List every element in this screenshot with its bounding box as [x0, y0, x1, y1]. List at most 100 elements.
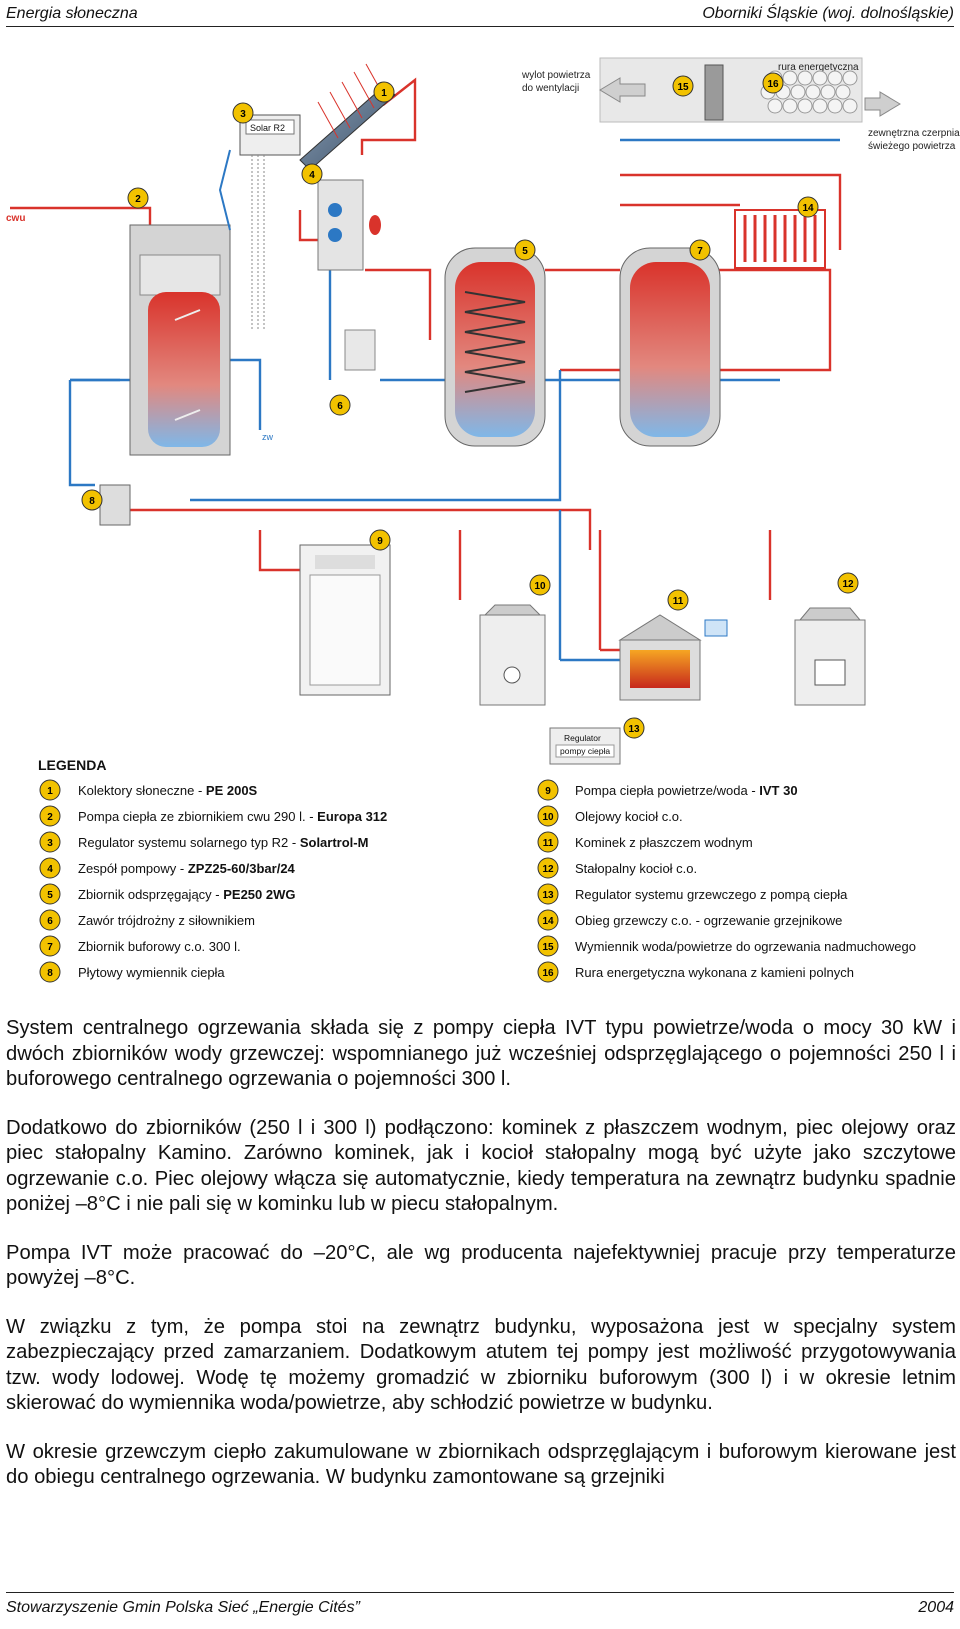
- svg-text:4: 4: [47, 864, 53, 875]
- svg-text:9: 9: [545, 786, 551, 797]
- svg-text:Kominek z płaszczem wodnym: Kominek z płaszczem wodnym: [575, 835, 753, 850]
- svg-text:7: 7: [47, 942, 53, 953]
- component-markers: 1 2 3 4 5 6 7 8 9 10 11 12 13 14 15 16: [81, 72, 859, 739]
- svg-text:Regulator systemu solarnego ty: Regulator systemu solarnego typ R2 - Sol…: [78, 835, 368, 850]
- svg-text:2: 2: [47, 812, 53, 823]
- page-footer: Stowarzyszenie Gmin Polska Sieć „Energie…: [6, 1592, 954, 1623]
- svg-text:Olejowy kocioł c.o.: Olejowy kocioł c.o.: [575, 809, 683, 824]
- footer-publisher: Stowarzyszenie Gmin Polska Sieć „Energie…: [6, 1599, 360, 1616]
- legend-item: 4 Zespół pompowy - ZPZ25-60/3bar/24: [39, 857, 296, 879]
- svg-text:12: 12: [542, 864, 554, 875]
- marker-8: 8: [89, 496, 95, 507]
- regulator-label-1: Regulator: [564, 733, 601, 743]
- legend-item: 10 Olejowy kocioł c.o.: [537, 805, 683, 827]
- marker-12: 12: [842, 579, 854, 590]
- cold-water-label: zw: [262, 432, 274, 442]
- marker-15: 15: [677, 82, 689, 93]
- legend-item: 3 Regulator systemu solarnego typ R2 - So…: [39, 831, 368, 853]
- radiator: [734, 209, 826, 269]
- paragraph: Dodatkowo do zbiorników (250 l i 300 l) …: [6, 1116, 956, 1216]
- svg-text:Zawór trójdrożny z siłownikiem: Zawór trójdrożny z siłownikiem: [78, 913, 255, 928]
- svg-text:1: 1: [47, 786, 53, 797]
- intake-label-1: zewnętrzna czerpnia: [868, 128, 960, 139]
- plate-exchanger: [99, 484, 131, 526]
- svg-text:13: 13: [542, 890, 554, 901]
- paragraph: Pompa IVT może pracować do –20°C, ale wg…: [6, 1241, 956, 1290]
- expansion-vessel: [369, 215, 381, 235]
- paragraph: System centralnego ogrzewania składa się…: [6, 1017, 956, 1090]
- svg-text:Rura energetyczna wykonana z k: Rura energetyczna wykonana z kamieni pol…: [575, 965, 854, 980]
- svg-text:3: 3: [47, 838, 53, 849]
- svg-text:14: 14: [542, 916, 554, 927]
- paragraph: W związku z tym, że pompa stoi na zewnąt…: [6, 1315, 956, 1415]
- field-stones: [760, 70, 858, 114]
- heating-system-diagram: wylot powietrza do wentylacji rura energ…: [0, 30, 960, 1000]
- fluid-canister: [344, 329, 376, 371]
- svg-text:5: 5: [47, 890, 53, 901]
- page-header: Energia słoneczna Oborniki Śląskie (woj.…: [6, 2, 954, 27]
- solar-controller: Solar R2: [239, 114, 301, 330]
- svg-text:Wymiennik woda/powietrze do og: Wymiennik woda/powietrze do ogrzewania n…: [575, 939, 916, 954]
- legend-right-column: 9 Pompa ciepła powietrze/woda - IVT 30 10…: [537, 779, 916, 983]
- header-region: Oborniki Śląskie (woj. dolnośląskie): [702, 5, 954, 22]
- svg-text:Zbiornik odsprzęgający - PE250: Zbiornik odsprzęgający - PE250 2WG: [78, 887, 296, 902]
- svg-text:Płytowy wymiennik ciepła: Płytowy wymiennik ciepła: [78, 965, 225, 980]
- legend-title: LEGENDA: [38, 757, 106, 773]
- buffer-tank: [619, 247, 721, 447]
- legend-item: 8 Płytowy wymiennik ciepła: [39, 961, 225, 983]
- marker-7: 7: [697, 246, 703, 257]
- paragraph: W okresie grzewczym ciepło zakumulowane …: [6, 1440, 956, 1489]
- water-air-exchanger: [704, 64, 724, 121]
- exhaust-arrow-icon: [599, 77, 646, 103]
- legend: LEGENDA 1 Kolektory słoneczne - PE 200S 2…: [38, 757, 916, 983]
- regulator-label-2: pompy ciepła: [560, 746, 610, 756]
- marker-11: 11: [673, 596, 684, 607]
- dhw-label: cwu: [6, 213, 25, 224]
- svg-text:10: 10: [542, 812, 554, 823]
- intake-label-2: świeżego powietrza: [868, 141, 956, 152]
- oil-boiler: [479, 604, 546, 706]
- legend-item: 12 Stałopalny kocioł c.o.: [537, 857, 697, 879]
- marker-14: 14: [802, 203, 814, 214]
- legend-item: 7 Zbiornik buforowy c.o. 300 l.: [39, 935, 241, 957]
- svg-text:Pompa ciepła ze zbiornikiem cw: Pompa ciepła ze zbiornikiem cwu 290 l. -…: [78, 809, 387, 824]
- marker-2: 2: [135, 194, 141, 205]
- svg-text:Stałopalny kocioł c.o.: Stałopalny kocioł c.o.: [575, 861, 697, 876]
- svg-text:Pompa ciepła powietrze/woda -: Pompa ciepła powietrze/woda - IVT 30: [575, 783, 798, 798]
- marker-13: 13: [628, 724, 640, 735]
- marker-3: 3: [240, 109, 246, 120]
- svg-text:Zbiornik buforowy c.o. 300 l.: Zbiornik buforowy c.o. 300 l.: [78, 939, 241, 954]
- marker-10: 10: [534, 581, 546, 592]
- svg-text:Regulator systemu grzewczego z: Regulator systemu grzewczego z pompą cie…: [575, 887, 848, 902]
- svg-text:Kolektory słoneczne - PE 200S: Kolektory słoneczne - PE 200S: [78, 783, 258, 798]
- legend-item: 15 Wymiennik woda/powietrze do ogrzewania…: [537, 935, 916, 957]
- legend-item: 14 Obieg grzewczy c.o. - ogrzewanie grzej…: [537, 909, 842, 931]
- header-title: Energia słoneczna: [6, 5, 138, 22]
- intake-arrow-icon: [864, 91, 901, 117]
- marker-5: 5: [522, 246, 528, 257]
- legend-item: 2 Pompa ciepła ze zbiornikiem cwu 290 l. …: [39, 805, 387, 827]
- legend-item: 1 Kolektory słoneczne - PE 200S: [39, 779, 258, 801]
- solar-controller-label: Solar R2: [250, 123, 285, 133]
- legend-item: 16 Rura energetyczna wykonana z kamieni p…: [537, 961, 854, 983]
- legend-item: 5 Zbiornik odsprzęgający - PE250 2WG: [39, 883, 296, 905]
- svg-text:Obieg grzewczy c.o. - ogrzewan: Obieg grzewczy c.o. - ogrzewanie grzejni…: [575, 913, 842, 928]
- fireplace: [618, 614, 728, 701]
- svg-text:16: 16: [542, 968, 554, 979]
- heat-pump-regulator: Regulator pompy ciepła: [549, 727, 621, 765]
- svg-text:6: 6: [47, 916, 53, 927]
- marker-9: 9: [377, 536, 383, 547]
- exhaust-air-label-2: do wentylacji: [522, 83, 579, 94]
- energy-pipe-label: rura energetyczna: [778, 62, 859, 73]
- svg-text:Zespół pompowy - ZPZ25-60/3bar: Zespół pompowy - ZPZ25-60/3bar/24: [78, 861, 296, 876]
- legend-item: 6 Zawór trójdrożny z siłownikiem: [39, 909, 255, 931]
- marker-1: 1: [381, 88, 387, 99]
- exhaust-air-label-1: wylot powietrza: [521, 70, 591, 81]
- air-duct: wylot powietrza do wentylacji rura energ…: [521, 57, 960, 152]
- svg-text:15: 15: [542, 942, 554, 953]
- svg-text:8: 8: [47, 968, 53, 979]
- marker-6: 6: [337, 401, 343, 412]
- decoupling-tank: [444, 247, 546, 447]
- legend-item: 9 Pompa ciepła powietrze/woda - IVT 30: [537, 779, 798, 801]
